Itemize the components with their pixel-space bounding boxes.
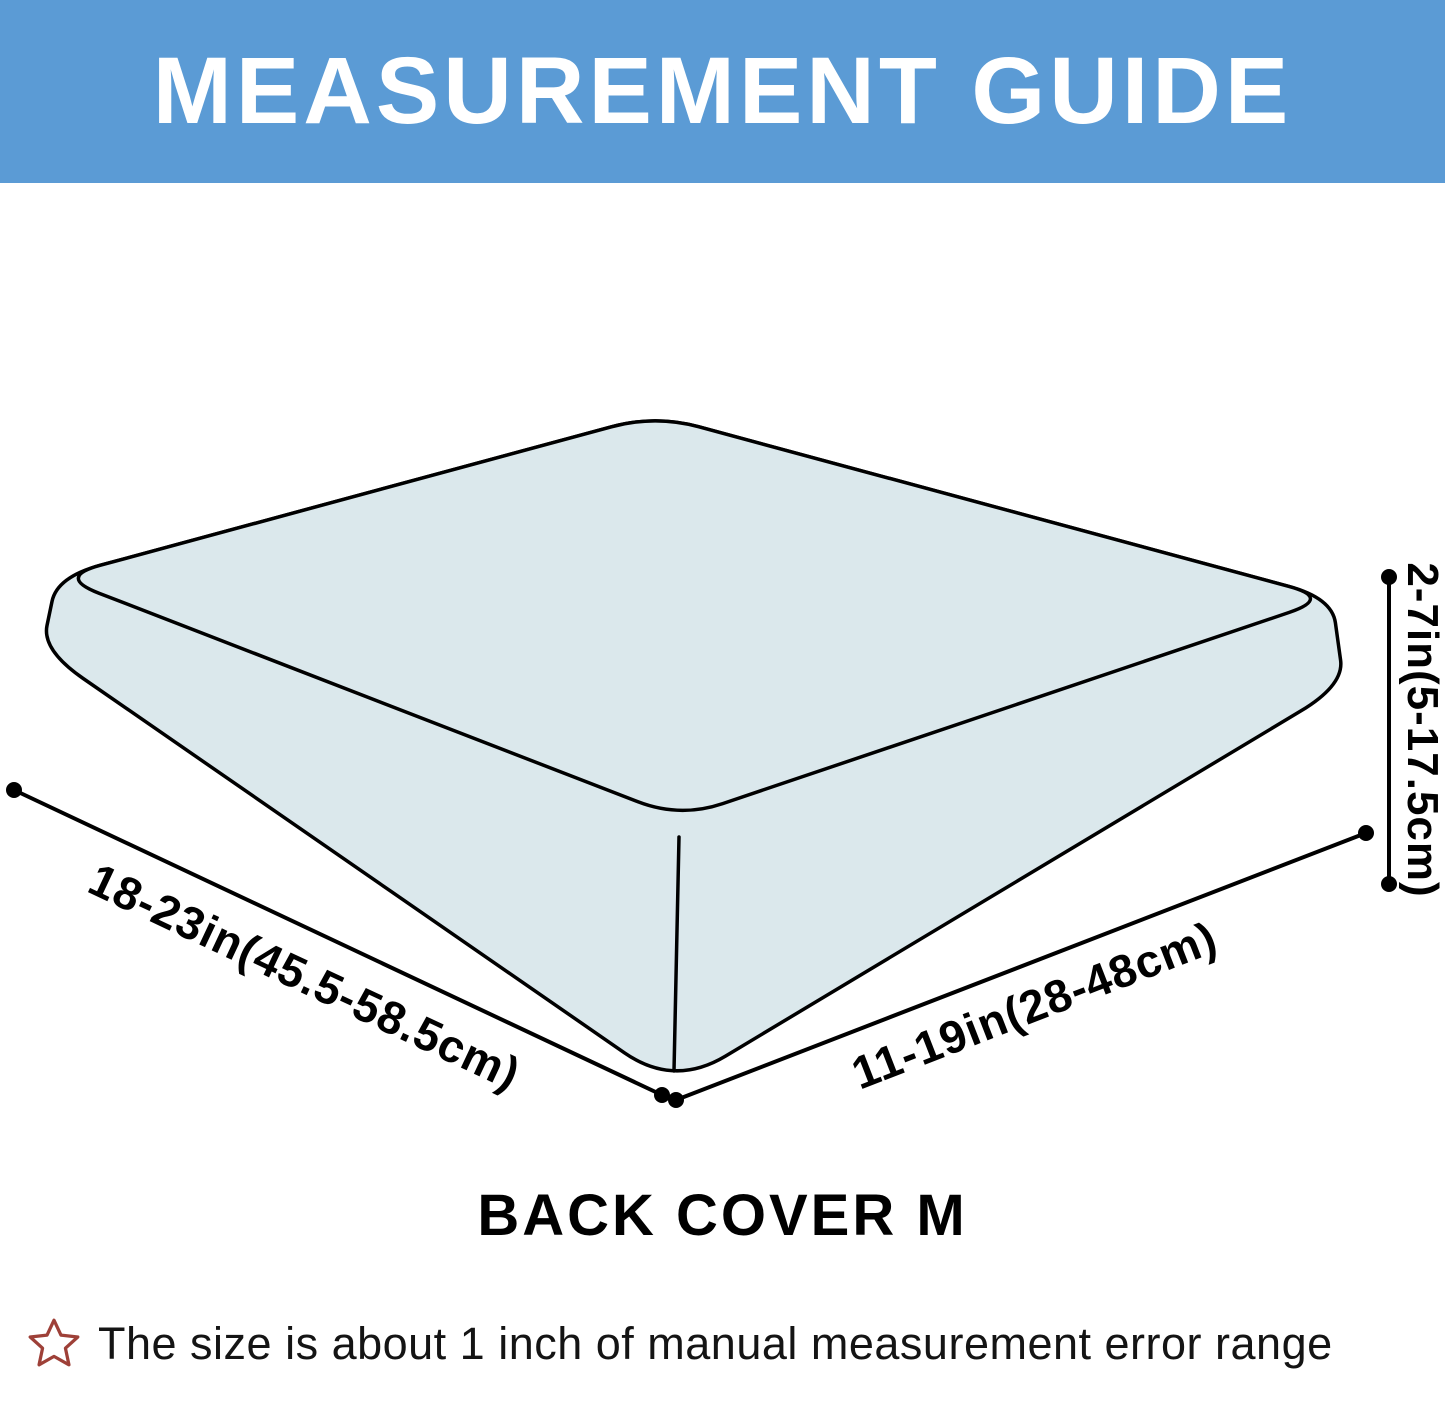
dimension-endpoint-dot (1381, 876, 1397, 892)
footnote: The size is about 1 inch of manual measu… (26, 1316, 1431, 1372)
height-dimension-label: 2-7in(5-17.5cm) (1398, 562, 1445, 897)
dimension-endpoint-dot (668, 1092, 684, 1108)
footnote-text: The size is about 1 inch of manual measu… (98, 1318, 1333, 1369)
cushion-front-seam (672, 835, 681, 1073)
dimension-endpoint-dot (1381, 569, 1397, 585)
star-icon (26, 1316, 82, 1372)
cushion-top-face (76, 419, 1312, 813)
dimension-endpoint-dot (6, 782, 22, 798)
dimension-endpoint-dot (654, 1087, 670, 1103)
header-bar: MEASUREMENT GUIDE (0, 0, 1445, 183)
dimension-height: 2-7in(5-17.5cm) (1381, 562, 1445, 898)
product-caption: BACK COVER M (477, 1183, 968, 1248)
page-title: MEASUREMENT GUIDE (152, 38, 1293, 144)
cushion-diagram: 18-23in(45.5-58.5cm) 11-19in(28-48cm) 2-… (6, 419, 1445, 1108)
dimension-endpoint-dot (1358, 825, 1374, 841)
